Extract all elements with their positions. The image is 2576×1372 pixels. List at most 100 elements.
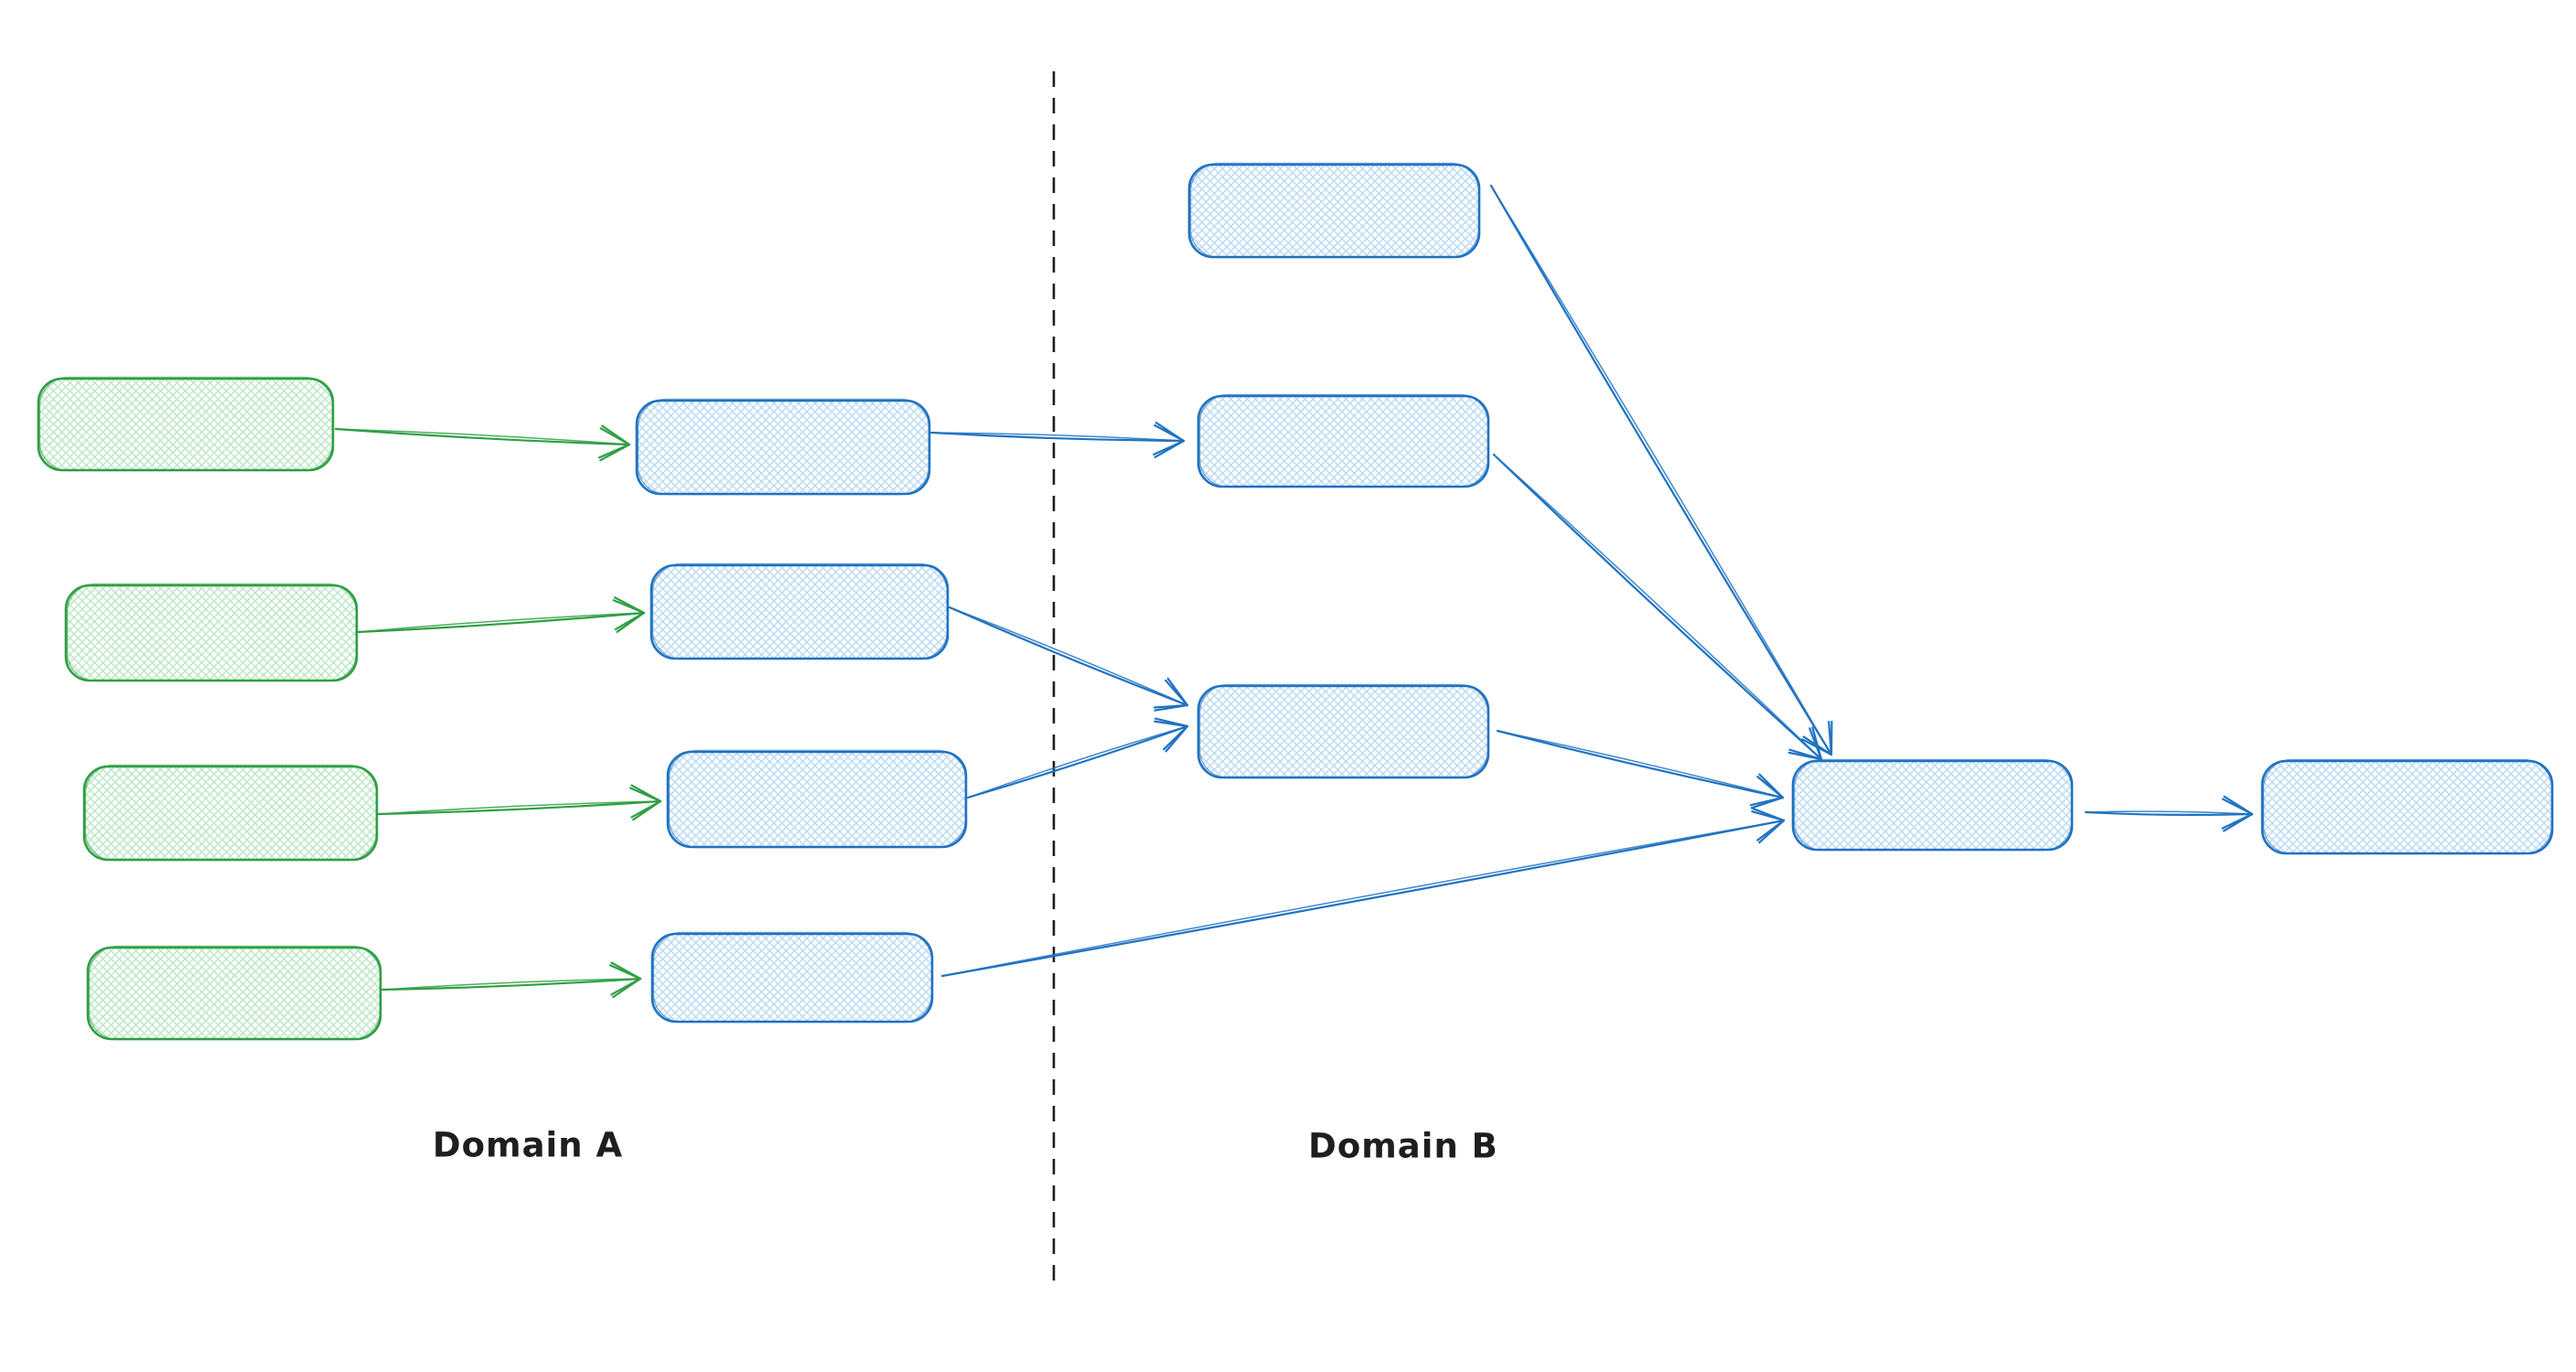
arrow-edge-b1[interactable]: [929, 422, 1186, 458]
process-a1-shape[interactable]: [635, 399, 931, 496]
arrow-edge-g4[interactable]: [381, 961, 642, 999]
arrow-edge-b2[interactable]: [948, 606, 1189, 712]
domain-a-label[interactable]: Domain A: [432, 1125, 624, 1165]
process-a2-shape[interactable]: [649, 563, 950, 660]
edge-g2-line: [356, 611, 646, 634]
edge-g3-arrowhead: [630, 784, 662, 803]
node-b1-sketch-outline: [1189, 162, 1480, 259]
edge-b1-arrowhead: [1154, 439, 1186, 458]
node-node-b3[interactable]: [1197, 683, 1490, 779]
edge-b6-arrowhead: [1787, 751, 1823, 761]
edge-b4-arrowhead: [1752, 807, 1786, 822]
edge-b2-line: [948, 606, 1189, 707]
edge-b5-line: [1489, 184, 1833, 756]
node-node-b4[interactable]: [1791, 758, 2074, 852]
edge-b3-arrowhead: [1154, 717, 1189, 728]
edge-b3-line: [967, 725, 1188, 799]
edge-g2-arrowhead: [616, 611, 646, 633]
edge-b6-line: [1493, 454, 1822, 760]
node-source-a1[interactable]: [37, 376, 335, 472]
source-a4-sketch-outline: [88, 945, 381, 1041]
process-a4-sketch-outline: [652, 931, 933, 1024]
edge-g2-line: [357, 612, 645, 633]
node-node-b5[interactable]: [2260, 758, 2554, 855]
edge-g3-line: [377, 799, 662, 816]
edge-b1-line: [929, 431, 1186, 443]
arrow-edge-g2[interactable]: [356, 596, 646, 634]
edge-b3-line: [966, 724, 1189, 799]
edge-b2-arrowhead: [1154, 703, 1189, 712]
node-process-a1[interactable]: [635, 398, 931, 496]
process-a1-sketch-outline: [637, 398, 930, 496]
node-b5-shape[interactable]: [2260, 759, 2554, 855]
arrow-edge-b3[interactable]: [966, 717, 1189, 799]
node-process-a3[interactable]: [666, 749, 968, 849]
node-b2-shape[interactable]: [1197, 394, 1490, 488]
node-process-a2[interactable]: [649, 563, 950, 660]
node-b3-shape[interactable]: [1197, 684, 1490, 779]
edge-g4-line: [381, 977, 642, 991]
edge-g1-line: [334, 427, 631, 446]
edge-b4-arrowhead: [1758, 819, 1786, 844]
edge-b2-arrowhead: [1166, 677, 1189, 707]
arrow-edge-g3[interactable]: [377, 784, 662, 821]
edge-b7-line: [1496, 729, 1785, 799]
arrow-edge-b7[interactable]: [1496, 729, 1785, 809]
process-a4-shape[interactable]: [650, 932, 934, 1024]
source-a1-sketch-outline: [38, 376, 334, 472]
edge-b4-line: [941, 820, 1785, 977]
edge-b1-line: [930, 432, 1185, 442]
edge-g1-arrowhead: [599, 443, 631, 462]
process-a3-shape[interactable]: [666, 750, 968, 849]
arrow-edge-b5[interactable]: [1489, 184, 1833, 756]
source-a3-sketch-outline: [84, 764, 378, 862]
arrow-edge-g1[interactable]: [334, 424, 631, 462]
arrow-edge-b4[interactable]: [940, 807, 1786, 978]
node-source-a4[interactable]: [86, 945, 382, 1041]
node-source-a2[interactable]: [64, 583, 359, 682]
source-a1-shape[interactable]: [37, 377, 335, 472]
source-a3-shape[interactable]: [82, 765, 379, 862]
edge-g4-arrowhead: [610, 961, 642, 981]
edge-b8-arrowhead: [2223, 795, 2254, 816]
edge-b8-line: [2084, 810, 2254, 816]
node-b1-shape[interactable]: [1187, 163, 1481, 259]
edge-b3-arrowhead: [1165, 724, 1189, 753]
edge-g1-line: [335, 428, 630, 445]
source-a2-shape[interactable]: [64, 584, 359, 682]
node-b5-sketch-outline: [2262, 758, 2553, 855]
edge-b7-arrowhead: [1750, 796, 1785, 809]
edge-g4-arrowhead: [612, 977, 642, 999]
edge-b6-line: [1492, 453, 1823, 761]
edge-b7-arrowhead: [1758, 773, 1785, 799]
arrow-edge-b6[interactable]: [1492, 453, 1823, 761]
edge-b4-line: [940, 819, 1786, 978]
edge-b7-line: [1497, 730, 1784, 799]
edge-b2-line: [949, 606, 1188, 706]
node-b4-sketch-outline: [1793, 758, 2073, 852]
edge-b1-arrowhead: [1154, 422, 1186, 443]
edge-g1-arrowhead: [601, 424, 631, 446]
source-a2-sketch-outline: [66, 583, 358, 682]
node-node-b1[interactable]: [1187, 162, 1481, 259]
edge-b5-line: [1490, 185, 1832, 756]
node-node-b2[interactable]: [1197, 393, 1490, 488]
node-source-a3[interactable]: [82, 764, 379, 862]
node-b4-shape[interactable]: [1791, 759, 2074, 852]
edge-g3-arrowhead: [632, 799, 662, 821]
domain-b-label[interactable]: Domain B: [1308, 1126, 1498, 1166]
edge-b6-arrowhead: [1811, 726, 1823, 761]
node-process-a4[interactable]: [650, 931, 934, 1024]
node-b2-sketch-outline: [1198, 393, 1489, 488]
edge-g4-line: [381, 978, 641, 991]
node-b3-sketch-outline: [1198, 683, 1489, 779]
process-a2-sketch-outline: [651, 563, 949, 660]
edge-g3-line: [378, 800, 661, 815]
edge-b8-line: [2085, 810, 2253, 815]
edge-g2-arrowhead: [614, 596, 646, 615]
arrow-edge-b8[interactable]: [2084, 795, 2254, 832]
source-a4-shape[interactable]: [86, 946, 382, 1041]
edge-b8-arrowhead: [2223, 812, 2254, 832]
